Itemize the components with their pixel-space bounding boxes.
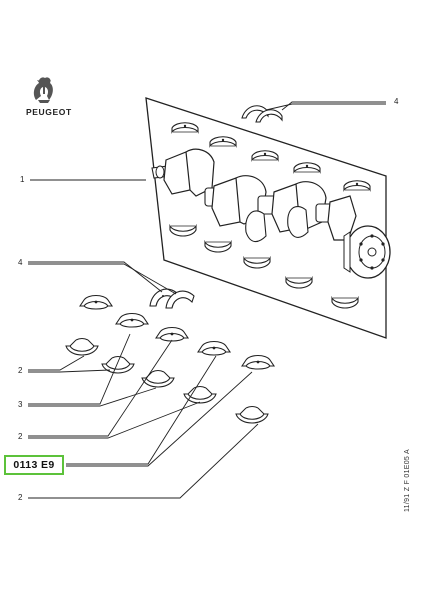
- part-code: 0113 E9: [13, 459, 55, 471]
- callout-4-lower: 4: [18, 258, 23, 267]
- part-code-highlight: 0113 E9: [4, 455, 64, 475]
- brand-name: PEUGEOT: [26, 107, 72, 117]
- leader-lines: [28, 101, 386, 499]
- thrust-washer-upper: [241, 105, 283, 123]
- thrust-washer-lower: [149, 288, 195, 309]
- callout-4-top: 4: [394, 97, 399, 106]
- callout-1: 1: [20, 175, 25, 184]
- lion-logo-icon: [33, 77, 53, 103]
- callout-2-first: 2: [18, 366, 23, 375]
- flywheel-flange: [343, 225, 391, 279]
- callout-2-second: 2: [18, 432, 23, 441]
- crankshaft: [151, 148, 357, 243]
- bearing-shells-upper: [79, 294, 275, 370]
- sheet-reference-wrap: 11/91 Z F 01E05 A: [404, 449, 424, 519]
- callout-2-third: 2: [18, 493, 23, 502]
- crankshaft-panel: [145, 97, 387, 339]
- callout-3: 3: [18, 400, 23, 409]
- bearing-shells-lower: [65, 337, 269, 424]
- sheet-reference: 11/91 Z F 01E05 A: [404, 449, 411, 512]
